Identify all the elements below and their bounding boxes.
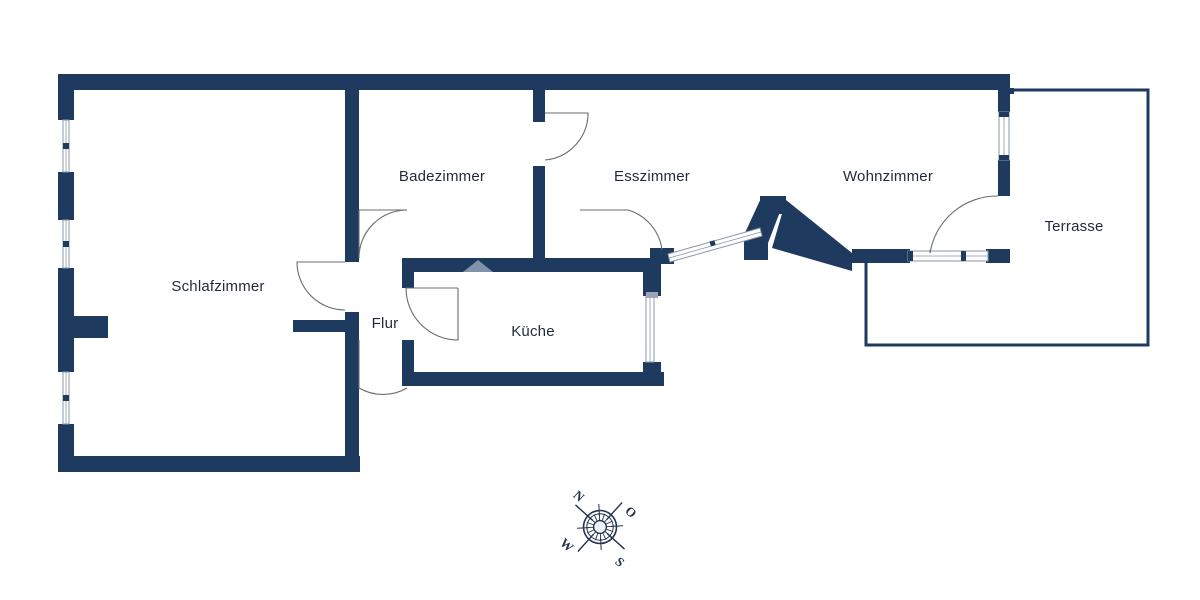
room-label-schlafzimmer: Schlafzimmer xyxy=(171,278,264,295)
wall-schlafzimmer-right-a xyxy=(345,90,359,262)
window-terrassentuer-vertical xyxy=(998,111,1010,161)
wall-wohnzimmer-right-bottom xyxy=(998,160,1010,196)
wall-bad-ess-divider-top xyxy=(533,90,545,122)
wall-kueche-right-bottom xyxy=(643,362,661,386)
wall-schlafzimmer-right-b xyxy=(345,312,359,340)
window-kueche-right xyxy=(645,292,658,363)
door-badezimmer-top xyxy=(544,112,589,161)
room-label-group: Schlafzimmer Badezimmer Flur Küche Esszi… xyxy=(171,168,1103,340)
wall-diagonal-right-leg xyxy=(772,200,852,271)
wall-exterior-left-c xyxy=(58,268,74,372)
wall-bad-ess-divider-bottom xyxy=(533,166,545,270)
door-group xyxy=(296,112,999,395)
window-left-1 xyxy=(62,119,70,173)
window-left-2 xyxy=(62,219,70,269)
wall-bad-kueche-divider xyxy=(402,258,584,272)
wall-schlafzimmer-right-c xyxy=(345,386,359,472)
wall-flur-stub-left xyxy=(293,320,349,332)
door-schlafzimmer-flur-upper xyxy=(296,261,346,311)
window-diagonal-esszimmer xyxy=(667,227,763,263)
room-label-wohnzimmer: Wohnzimmer xyxy=(843,168,933,185)
terrasse-outline xyxy=(864,88,1150,347)
compass-ring-inner xyxy=(592,519,608,535)
wall-wohnzimmer-bottom-left xyxy=(852,249,910,263)
compass-ring-middle xyxy=(586,513,614,541)
wall-kueche-bottom xyxy=(402,372,664,386)
wall-flur-right-stub xyxy=(345,340,359,386)
wall-exterior-left-a xyxy=(58,74,74,120)
niche-fixture-kueche xyxy=(463,260,493,272)
wall-exterior-left-b xyxy=(58,172,74,220)
wall-kueche-right-top xyxy=(643,258,661,296)
window-wohnzimmer-bottom xyxy=(907,250,989,262)
wall-exterior-top xyxy=(58,74,1010,90)
door-esszimmer xyxy=(580,209,663,251)
door-flur-bottom xyxy=(358,340,408,395)
wall-kueche-left-upper xyxy=(402,258,414,288)
wall-left-pilaster xyxy=(74,316,108,338)
wall-kueche-ess-divider xyxy=(575,258,661,272)
compass-ring-outer xyxy=(582,509,618,545)
wall-esszimmer-jamb xyxy=(650,248,674,264)
room-label-esszimmer: Esszimmer xyxy=(614,168,690,185)
wall-terrasse-cap-top xyxy=(1004,88,1014,94)
wall-kueche-left-lower xyxy=(402,340,414,380)
wall-wohnzimmer-bottom-right xyxy=(986,249,1010,263)
door-flur-kueche xyxy=(405,287,459,341)
window-group xyxy=(62,111,1010,425)
door-wohnzimmer-terrasse xyxy=(929,195,999,254)
terrasse-boundary xyxy=(864,88,1150,347)
window-left-3 xyxy=(62,371,70,425)
room-label-terrasse: Terrasse xyxy=(1044,218,1103,235)
room-label-badezimmer: Badezimmer xyxy=(399,168,485,185)
wall-group xyxy=(58,74,1014,472)
door-badezimmer-flur xyxy=(358,209,408,259)
room-label-flur: Flur xyxy=(372,315,399,332)
wall-exterior-bottom-left xyxy=(58,456,360,472)
wall-wohnzimmer-right-top xyxy=(998,90,1010,112)
room-label-kueche: Küche xyxy=(511,323,555,340)
